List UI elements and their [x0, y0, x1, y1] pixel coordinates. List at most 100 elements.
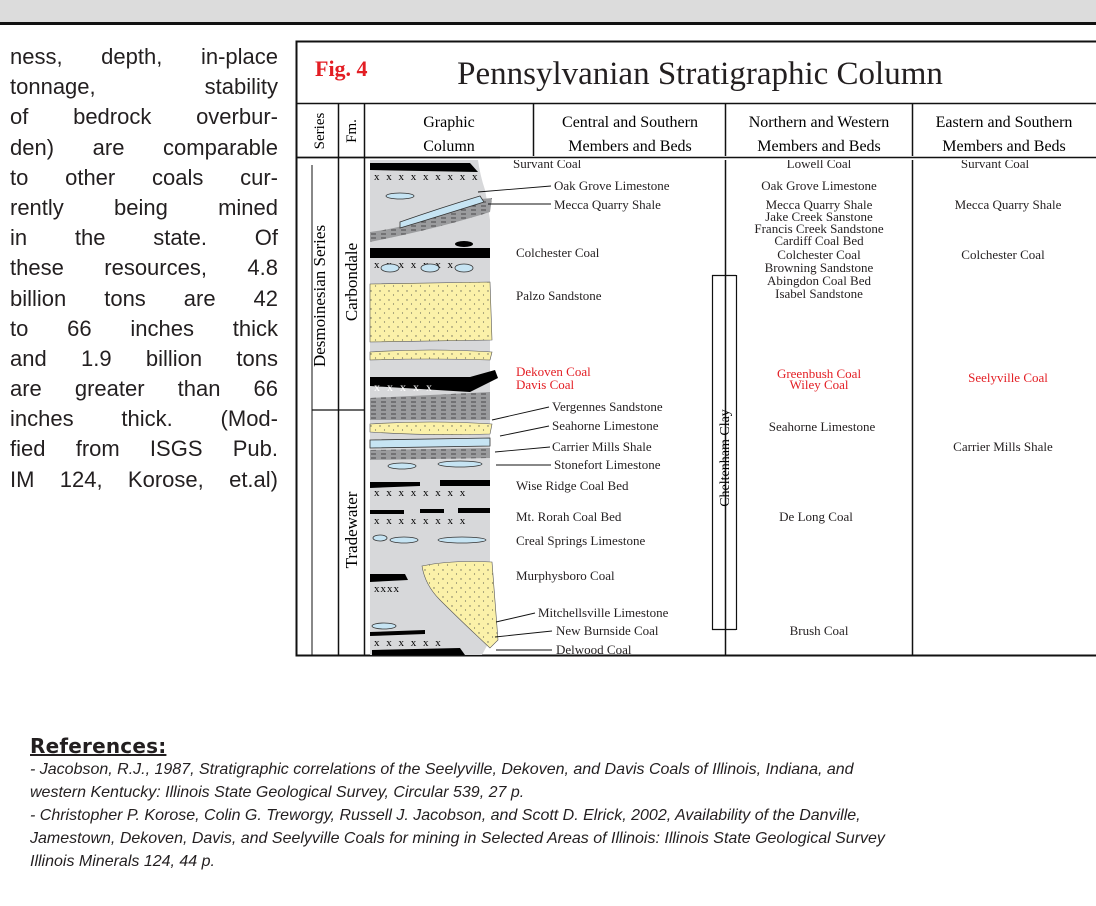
underclay-marks: x x x x x x x x: [374, 487, 467, 499]
bed-mecca-quarry-shale: Mecca Quarry Shale: [955, 197, 1062, 212]
body-text-line: to 66 inches thick: [10, 315, 278, 341]
leader-lines: [477, 185, 553, 651]
dekoven-davis-coal: [370, 370, 498, 392]
body-text-line: are greater than 66: [10, 376, 278, 402]
body-text-line: in the state. Of: [10, 225, 278, 251]
body-text-line: these resources, 4.8: [10, 255, 278, 281]
body-text-line: billion tons are 42: [10, 285, 278, 311]
northern-members: Lowell Coal Oak Grove Limestone Mecca Qu…: [754, 156, 883, 638]
bed-mecca-quarry-shale: Mecca Quarry Shale: [766, 197, 873, 212]
cheltenham-clay-bracket: Cheltenham Clay: [711, 274, 738, 631]
bed-carrier-mills-shale: Carrier Mills Shale: [953, 439, 1053, 454]
header-series: Series: [312, 113, 328, 150]
header-eastern-2: Members and Beds: [942, 138, 1066, 155]
bed-stonefort-limestone: Stonefort Limestone: [554, 457, 661, 472]
underclay-marks: x x x x x x x x: [374, 515, 467, 527]
bed-mt-rorah-coal: Mt. Rorah Coal Bed: [516, 509, 622, 524]
bed-isabel-sandstone: Isabel Sandstone: [775, 286, 863, 301]
mt-rorah-coal: [370, 510, 404, 514]
new-burnside-coal: [370, 630, 425, 636]
limestone-nodule: [380, 263, 400, 273]
reference-line: Jamestown, Dekoven, Davis, and Seelyvill…: [30, 830, 885, 847]
creal-springs-limestone: [389, 536, 419, 544]
bed-brush-coal: Brush Coal: [790, 623, 849, 638]
carrier-mills-shale: [370, 448, 490, 460]
references-heading: References:: [30, 734, 167, 758]
figure-title: Pennsylvanian Stratigraphic Column: [457, 56, 943, 92]
mt-rorah-coal: [458, 508, 490, 513]
formation-tradewater: Tradewater: [342, 491, 361, 568]
underclay-marks: x x x x x x x x x: [374, 171, 480, 183]
bed-francis-creek-sandstone: Francis Creek Sandstone: [754, 221, 883, 236]
limestone-band: [399, 195, 485, 229]
bed-abingdon-coal: Abingdon Coal Bed: [767, 273, 871, 288]
bed-colchester-coal: Colchester Coal: [516, 245, 600, 260]
creal-springs-limestone: [372, 534, 388, 542]
body-text-line: tonnage, stability: [10, 74, 278, 100]
bed-browning-sandstone: Browning Sandstone: [765, 260, 874, 275]
reference-line: Illinois Minerals 124, 44 p.: [30, 853, 215, 870]
bed-dekoven-coal: Dekoven Coal: [516, 364, 591, 379]
bed-mecca-quarry-shale: Mecca Quarry Shale: [554, 197, 661, 212]
wise-ridge-coal: [440, 480, 490, 486]
bed-palzo-sandstone: Palzo Sandstone: [516, 288, 602, 303]
top-bar: [0, 0, 1096, 25]
bed-wiley-coal: Wiley Coal: [789, 377, 848, 392]
body-text-line: den) are comparable: [10, 134, 278, 160]
bed-colchester-coal: Colchester Coal: [777, 247, 861, 262]
bed-oak-grove-limestone: Oak Grove Limestone: [761, 178, 877, 193]
bed-new-burnside-coal: New Burnside Coal: [556, 623, 659, 638]
bed-oak-grove-limestone: Oak Grove Limestone: [554, 178, 670, 193]
header-central-2: Members and Beds: [568, 138, 692, 155]
body-text-line: ness, depth, in-place: [10, 44, 278, 69]
bed-davis-coal: Davis Coal: [516, 377, 575, 392]
creal-springs-limestone: [437, 536, 487, 544]
body-text-line: rently being mined: [10, 194, 278, 220]
reference-line: - Christopher P. Korose, Colin G. Trewor…: [30, 807, 861, 824]
wise-ridge-coal: [370, 482, 420, 488]
limestone-nodule: [420, 263, 440, 273]
bed-seahorne-limestone: Seahorne Limestone: [552, 418, 659, 433]
header-eastern-1: Eastern and Southern: [936, 114, 1073, 131]
bed-de-long-coal: De Long Coal: [779, 509, 853, 524]
central-members: Survant Coal Oak Grove Limestone Mecca Q…: [513, 156, 670, 657]
header-fm: Fm.: [344, 119, 360, 143]
underclay-marks: x x x x x: [374, 380, 434, 394]
sandstone-channel: [421, 561, 499, 649]
bed-delwood-coal: Delwood Coal: [556, 642, 632, 657]
bed-creal-springs-limestone: Creal Springs Limestone: [516, 533, 645, 548]
cheltenham-clay-label: Cheltenham Clay: [718, 409, 733, 507]
bed-seelyville-coal: Seelyville Coal: [968, 370, 1048, 385]
body-text-line: to other coals cur-: [10, 164, 278, 190]
bed-cardiff-coal: Cardiff Coal Bed: [774, 233, 864, 248]
reference-line: - Jacobson, R.J., 1987, Stratigraphic co…: [30, 761, 854, 778]
header-northern-1: Northern and Western: [749, 114, 890, 131]
stonefort-limestone: [387, 462, 417, 470]
figure-label: Fig. 4: [315, 56, 368, 81]
formation-carbondale: Carbondale: [342, 243, 361, 321]
coal-lens: [455, 241, 473, 247]
coal-seam: [370, 163, 478, 172]
mt-rorah-coal: [420, 509, 444, 513]
stonefort-limestone: [437, 460, 483, 468]
graphic-column: x x x x x x x x x x x x x x x x x x x x …: [369, 160, 499, 655]
vergennes-sandstone: [369, 421, 493, 435]
body-text-line: of bedrock overbur-: [10, 104, 278, 130]
murphysboro-coal: [370, 574, 408, 582]
bed-jake-creek-sanstone: Jake Creek Sanstone: [765, 209, 873, 224]
header-graphic-1: Graphic: [423, 114, 475, 131]
bed-carrier-mills-shale: Carrier Mills Shale: [552, 439, 652, 454]
sandstone-lens: [369, 349, 493, 361]
body-text-line: inches thick. (Mod-: [10, 406, 278, 432]
body-text-line: fied from ISGS Pub.: [10, 436, 278, 462]
underclay-marks: xxxx: [374, 583, 400, 595]
body-text: ness, depth, in-place tonnage, stability…: [10, 42, 278, 495]
palzo-sandstone: [369, 281, 493, 343]
series-label: Desmoinesian Series: [310, 225, 329, 367]
body-text-line: IM 124, Korose, et.al): [10, 466, 278, 492]
header-graphic-2: Column: [423, 138, 475, 155]
figure-frame: [295, 40, 1096, 657]
limestone-nodule: [454, 263, 474, 273]
body-text-line: and 1.9 billion tons: [10, 345, 278, 371]
